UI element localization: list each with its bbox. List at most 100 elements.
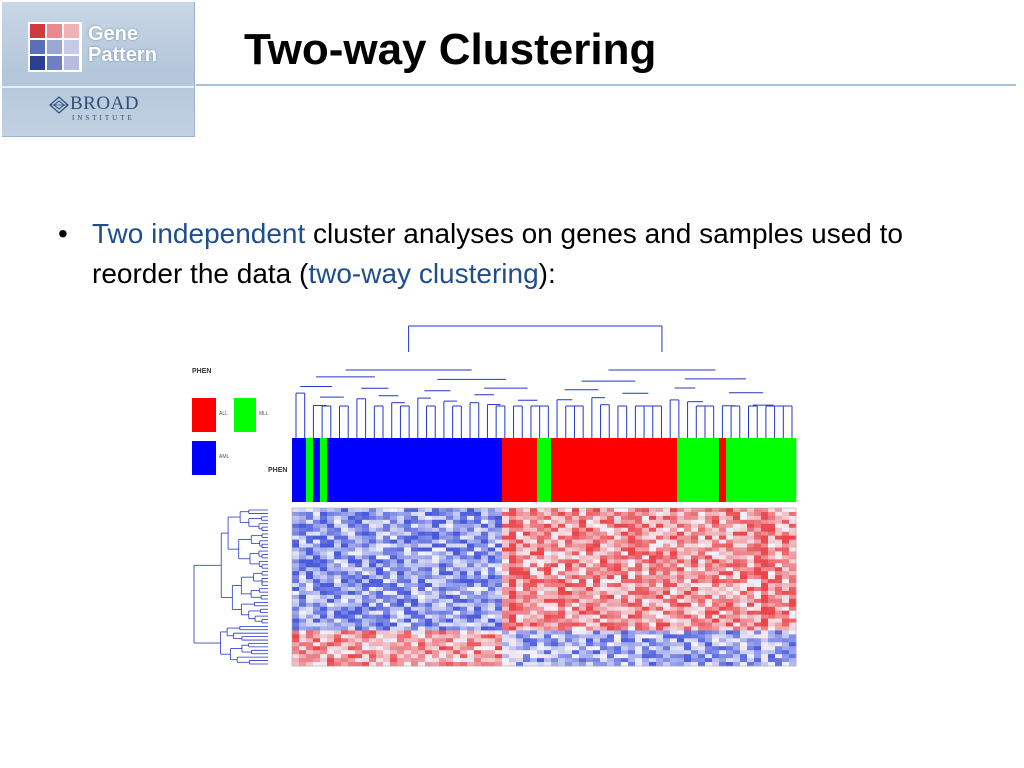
heatmap-cell [775, 515, 783, 521]
heatmap-cell [341, 523, 349, 529]
heatmap-cell [299, 634, 307, 639]
heatmap-cell [761, 618, 769, 623]
heatmap-cell [614, 618, 622, 623]
heatmap-cell [516, 646, 524, 651]
heatmap-cell [495, 658, 503, 663]
heatmap-cell [572, 638, 580, 643]
heatmap-cell [712, 527, 720, 533]
heatmap-cell [446, 567, 454, 572]
heatmap-cell [369, 618, 377, 623]
heatmap-cell [439, 531, 447, 537]
heatmap-cell [334, 634, 342, 639]
heatmap-cell [411, 642, 419, 647]
heatmap-cell [320, 543, 328, 548]
heatmap-cell [726, 531, 734, 537]
heatmap-cell [649, 511, 657, 517]
heatmap-cell [775, 535, 783, 540]
heatmap-cell [684, 606, 692, 612]
heatmap-cell [306, 654, 314, 659]
heatmap-cell [754, 626, 762, 631]
heatmap-cell [502, 602, 510, 608]
heatmap-cell [586, 662, 594, 667]
heatmap-cell [572, 543, 580, 548]
heatmap-cell [460, 634, 468, 639]
heatmap-cell [481, 606, 489, 612]
heatmap-cell [481, 531, 489, 537]
heatmap-cell [663, 622, 671, 627]
heatmap-cell [460, 614, 468, 619]
heatmap-cell [320, 539, 328, 544]
heatmap-cell [663, 614, 671, 619]
heatmap-cell [642, 630, 650, 635]
heatmap-cell [740, 583, 748, 588]
heatmap-cell [509, 519, 517, 525]
heatmap-cell [544, 626, 552, 631]
heatmap-cell [691, 630, 699, 635]
heatmap-cell [593, 630, 601, 635]
heatmap-cell [789, 634, 797, 639]
heatmap-cell [355, 531, 363, 537]
heatmap-cell [313, 654, 321, 659]
heatmap-cell [656, 543, 664, 548]
heatmap-cell [390, 563, 398, 568]
heatmap-cell [334, 654, 342, 659]
heatmap-cell [453, 543, 461, 548]
heatmap-cell [334, 508, 342, 513]
heatmap-cell [460, 543, 468, 548]
heatmap-cell [649, 638, 657, 643]
heatmap-cell [530, 638, 538, 643]
heatmap-cell [705, 650, 713, 655]
heatmap-cell [446, 654, 454, 659]
heatmap-cell [621, 555, 629, 560]
heatmap-cell [404, 523, 412, 529]
heatmap-cell [698, 658, 706, 663]
heatmap-cell [635, 634, 643, 639]
heatmap-cell [670, 567, 678, 572]
heatmap-cell [299, 527, 307, 533]
heatmap-cell [516, 575, 524, 580]
heatmap-cell [733, 547, 741, 552]
heatmap-cell [761, 598, 769, 604]
heatmap-cell [334, 531, 342, 537]
heatmap-cell [600, 598, 608, 604]
heatmap-cell [775, 559, 783, 564]
bullet-marker: • [58, 218, 68, 249]
heatmap-cell [586, 555, 594, 560]
heatmap-cell [467, 654, 475, 659]
heatmap-cell [523, 587, 531, 592]
heatmap-cell [341, 575, 349, 580]
heatmap-cell [558, 579, 566, 584]
heatmap-cell [397, 610, 405, 616]
heatmap-cell [684, 654, 692, 659]
heatmap-cell [404, 575, 412, 580]
heatmap-cell [411, 587, 419, 592]
heatmap-cell [369, 531, 377, 537]
heatmap-cell [327, 658, 335, 663]
heatmap-cell [404, 650, 412, 655]
heatmap-cell [789, 650, 797, 655]
heatmap-cell [537, 618, 545, 623]
heatmap-cell [418, 590, 426, 596]
heatmap-cell [656, 610, 664, 616]
heatmap-cell [761, 642, 769, 647]
heatmap-cell [754, 630, 762, 635]
heatmap-cell [684, 539, 692, 544]
heatmap-cell [369, 630, 377, 635]
heatmap-cell [446, 634, 454, 639]
heatmap-cell [362, 563, 370, 568]
heatmap-cell [404, 508, 412, 513]
heatmap-cell [523, 618, 531, 623]
heatmap-cell [649, 646, 657, 651]
heatmap-cell [684, 555, 692, 560]
heatmap-cell [481, 575, 489, 580]
heatmap-cell [607, 622, 615, 627]
heatmap-cell [635, 622, 643, 627]
heatmap-cell [418, 567, 426, 572]
heatmap-cell [740, 543, 748, 548]
heatmap-cell [628, 642, 636, 647]
heatmap-cell [397, 630, 405, 635]
heatmap-cell [453, 563, 461, 568]
heatmap-cell [719, 567, 727, 572]
heatmap-cell [383, 527, 391, 533]
heatmap-cell [705, 527, 713, 533]
